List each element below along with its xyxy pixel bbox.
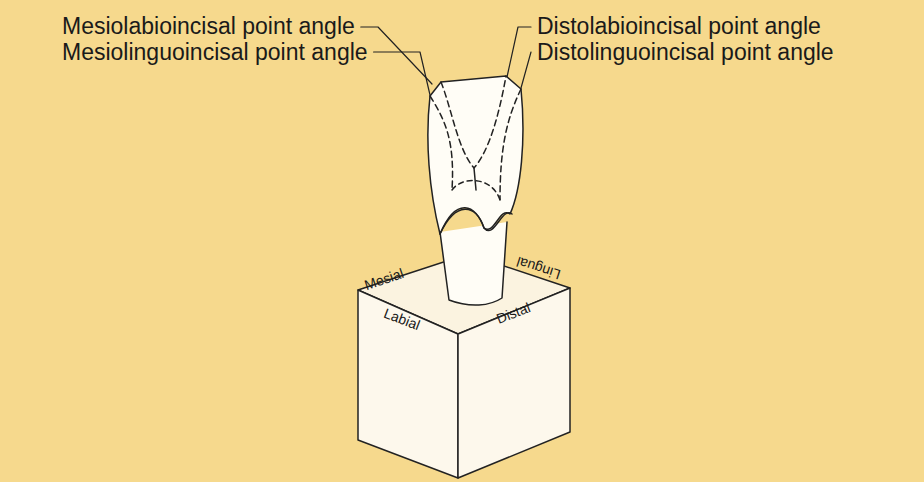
surface-label: Labial: [382, 306, 422, 334]
surface-label: Lingual: [515, 254, 563, 283]
point-angle-label: Mesiolinguoincisal point angle: [62, 40, 368, 65]
leader-line: [507, 27, 531, 77]
surface-label: Distal: [495, 301, 533, 328]
point-angle-label: Distolinguoincisal point angle: [537, 40, 834, 65]
lingual-outline: [441, 76, 506, 168]
block-left-face: [358, 290, 458, 478]
lingual-outline: [430, 96, 453, 190]
tooth-root: [440, 222, 507, 305]
block-right-face: [458, 288, 570, 478]
leader-line: [521, 52, 531, 88]
surface-label: Mesial: [362, 266, 405, 294]
point-angle-label: Distolabioincisal point angle: [537, 14, 821, 39]
lingual-outline: [500, 89, 521, 200]
fossa-line: [474, 168, 476, 190]
tooth-crown: [428, 76, 523, 234]
point-angle-label: Mesiolabioincisal point angle: [62, 14, 355, 39]
cervical-line: [440, 209, 512, 234]
leader-line: [374, 52, 430, 95]
